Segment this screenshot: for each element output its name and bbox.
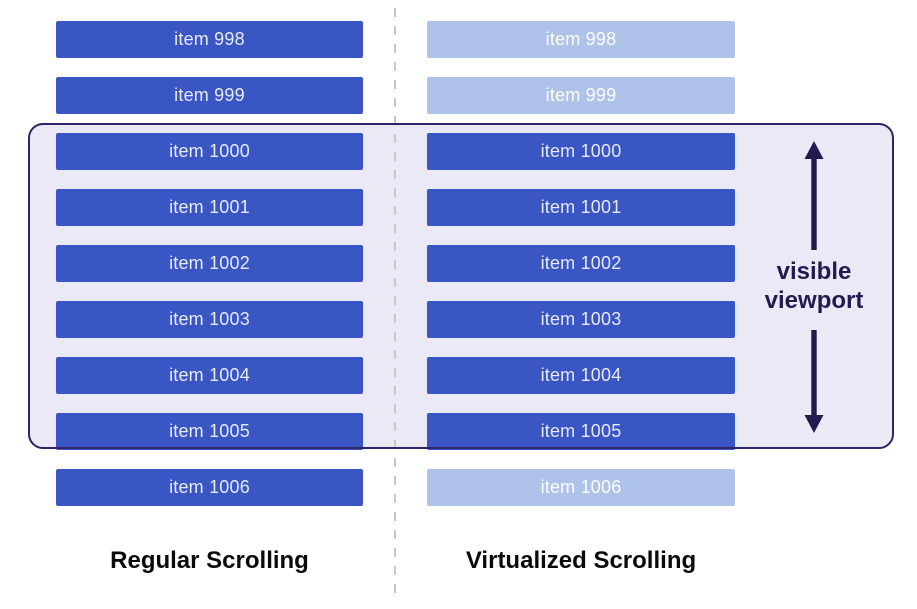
list-item: item 1000: [427, 133, 735, 170]
list-item: item 1001: [56, 189, 363, 226]
list-item: item 1000: [56, 133, 363, 170]
regular-scrolling-column: item 998 item 999 item 1000 item 1001 it…: [56, 21, 363, 506]
list-item: item 1002: [56, 245, 363, 282]
list-item: item 1004: [427, 357, 735, 394]
visible-viewport-region: [28, 123, 894, 449]
viewport-extent-arrows: [804, 141, 824, 433]
viewport-label: visible viewport: [764, 258, 864, 314]
list-item: item 1005: [56, 413, 363, 450]
column-heading-regular: Regular Scrolling: [110, 547, 309, 574]
list-item: item 1002: [427, 245, 735, 282]
list-item: item 998: [56, 21, 363, 58]
list-item: item 1006: [56, 469, 363, 506]
list-item: item 1003: [56, 301, 363, 338]
list-item: item 1005: [427, 413, 735, 450]
virtualized-scrolling-column: item 998 item 999 item 1000 item 1001 it…: [427, 21, 735, 506]
list-item: item 999: [56, 77, 363, 114]
column-heading-virtualized: Virtualized Scrolling: [465, 547, 697, 574]
arrow-down-icon: [804, 330, 824, 433]
arrow-up-icon: [804, 141, 824, 250]
column-divider: [394, 8, 396, 600]
list-item: item 1003: [427, 301, 735, 338]
list-item: item 1004: [56, 357, 363, 394]
list-item: item 1001: [427, 189, 735, 226]
list-item-virtualized: item 1006: [427, 469, 735, 506]
list-item-virtualized: item 998: [427, 21, 735, 58]
list-item-virtualized: item 999: [427, 77, 735, 114]
